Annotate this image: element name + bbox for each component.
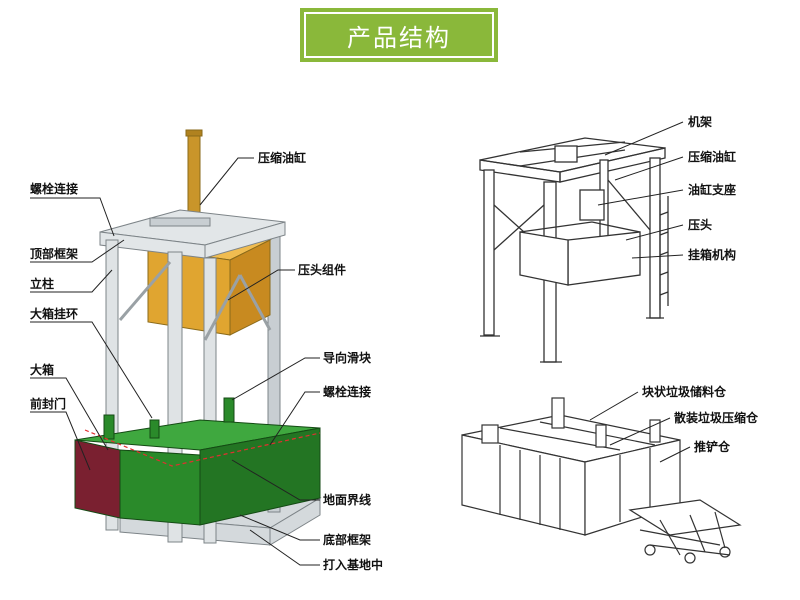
ground-boundary — [84, 429, 321, 467]
label-cylinder-right: 压缩油缸 — [688, 149, 736, 164]
label-block-bin: 块状垃圾储料仓 — [642, 384, 727, 399]
label-cylinder-mount: 油缸支座 — [688, 182, 736, 197]
guide-sliders — [103, 397, 235, 440]
page-title: 产品结构 — [304, 12, 494, 58]
right-bottom-labels: 块状垃圾储料仓 散装垃圾压缩仓 推铲仓 — [642, 384, 759, 454]
label-guide-slider: 导向滑块 — [323, 350, 372, 365]
label-cylinder: 压缩油缸 — [258, 150, 306, 165]
label-into-pit: 打入基地中 — [323, 557, 383, 572]
right-top-labels: 机架 压缩油缸 油缸支座 压头 挂箱机构 — [688, 114, 736, 262]
label-front-door: 前封门 — [30, 396, 66, 411]
right-bottom-leader-lines — [589, 391, 691, 463]
label-top-frame: 顶部框架 — [30, 246, 78, 261]
label-bolt-top: 螺栓连接 — [30, 181, 78, 196]
title-banner: 产品结构 — [300, 8, 498, 62]
right-top-leader-lines — [597, 121, 684, 259]
label-bolt-bottom: 螺栓连接 — [323, 384, 371, 399]
label-bulk-bin: 散装垃圾压缩仓 — [674, 410, 759, 425]
label-push-bin: 推铲仓 — [694, 439, 731, 454]
left-machine-model — [74, 129, 322, 546]
braces — [118, 261, 272, 341]
label-column: 立柱 — [30, 276, 54, 291]
label-ground-line: 地面界线 — [323, 492, 371, 507]
left-leader-lines — [30, 157, 320, 566]
label-hook-ring: 大箱挂环 — [30, 306, 78, 321]
label-bottom-frame: 底部框架 — [323, 532, 371, 547]
label-machine-frame: 机架 — [688, 114, 712, 129]
label-press-head-right: 压头 — [688, 217, 712, 232]
right-top-machine — [479, 137, 669, 363]
label-press-head: 压头组件 — [298, 262, 346, 277]
label-box-hook: 挂箱机构 — [688, 247, 736, 262]
label-big-box: 大箱 — [30, 362, 54, 377]
left-labels: 压缩油缸 螺栓连接 顶部框架 立柱 压头组件 大箱挂环 导向滑块 大箱 螺栓连接… — [30, 150, 383, 572]
right-bottom-container — [461, 397, 742, 564]
